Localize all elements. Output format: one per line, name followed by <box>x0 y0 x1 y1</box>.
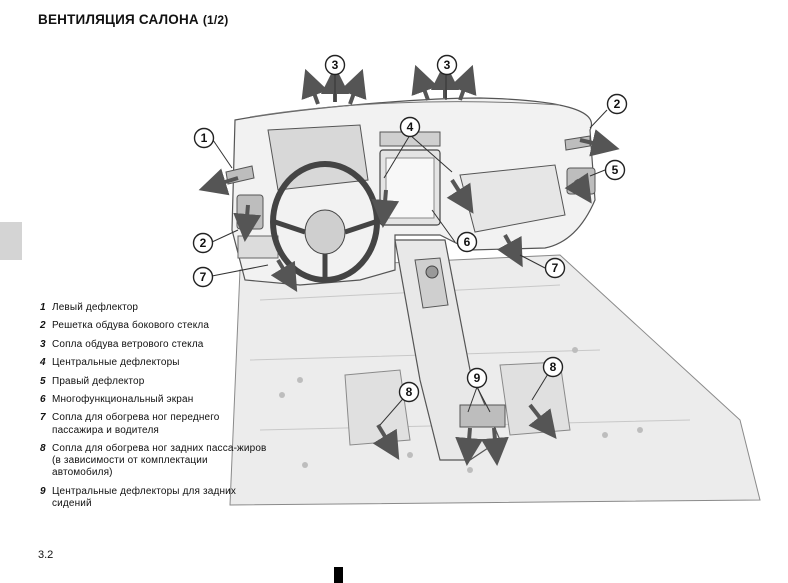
switch-panel <box>237 235 279 259</box>
legend-text: Решетка обдува бокового стекла <box>52 320 210 332</box>
callout-8-right: 8 <box>550 360 557 374</box>
arrow-2-right <box>579 129 620 157</box>
title-part: (1/2) <box>202 13 229 27</box>
legend-num: 5 <box>40 375 46 387</box>
legend-text: Сопла для обогрева ног задних пасса-жиро… <box>52 442 267 479</box>
callout-9: 9 <box>474 371 481 385</box>
arrow-2-left <box>198 168 239 196</box>
legend-text: Центральные дефлекторы <box>52 357 180 369</box>
arrow-8-left <box>372 423 400 460</box>
arrow-9-left <box>455 427 484 466</box>
legend-num: 7 <box>40 412 46 424</box>
arrow-5 <box>564 172 592 204</box>
legend-text: Правый дефлектор <box>52 375 145 387</box>
legend-item: 8 Сопла для обогрева ног задних пасса-жи… <box>40 443 268 480</box>
legend-item: 3 Сопла обдува ветрового стекла <box>40 339 268 351</box>
page-title: ВЕНТИЛЯЦИЯ САЛОНА (1/2) <box>38 12 229 27</box>
arrow-3c <box>340 68 367 105</box>
legend-item: 1 Левый дефлектор <box>40 302 268 314</box>
legend-item: 9 Центральные дефлекторы для задних сиде… <box>40 486 268 510</box>
callout-3-right: 3 <box>444 58 451 72</box>
legend-num: 8 <box>40 442 46 454</box>
legend-text: Многофункциональный экран <box>52 393 194 405</box>
callout-2-left: 1 <box>201 131 208 145</box>
arrow-4-right <box>446 178 474 214</box>
legend-item: 5 Правый дефлектор <box>40 376 268 388</box>
legend-num: 4 <box>40 357 46 369</box>
arrow-3a <box>301 68 328 105</box>
legend-text: Центральные дефлекторы для задних сидени… <box>52 485 237 509</box>
legend-num: 3 <box>40 338 46 350</box>
callout-3-left: 3 <box>332 58 339 72</box>
legend-item: 6 Многофункциональный экран <box>40 394 268 406</box>
arrow-1 <box>233 204 262 242</box>
legend-num: 2 <box>40 320 46 332</box>
arrow-3d <box>411 64 438 101</box>
callout-7-left: 7 <box>200 270 207 284</box>
callout-7-right: 7 <box>552 261 559 275</box>
arrow-3f <box>450 64 477 101</box>
left-deflector <box>236 194 264 230</box>
legend-item: 7 Сопла для обогрева ног переднего пасса… <box>40 412 268 436</box>
arrow-8-right <box>528 403 557 440</box>
callout-4: 4 <box>407 120 414 134</box>
arrow-4-left <box>371 189 400 228</box>
legend-item: 4 Центральные дефлекторы <box>40 357 268 369</box>
arrow-9-right <box>480 427 509 466</box>
callout-5: 5 <box>612 163 619 177</box>
legend-text: Левый дефлектор <box>52 302 139 313</box>
callout-8-left: 8 <box>406 385 413 399</box>
floor-shape <box>229 254 761 506</box>
legend-list: 1 Левый дефлектор 2 Решетка обдува боков… <box>40 302 268 516</box>
legend-text: Сопла для обогрева ног переднего пассажи… <box>52 412 220 436</box>
callout-6: 6 <box>464 235 471 249</box>
legend-num: 6 <box>40 393 46 405</box>
ventilation-diagram: 1 2 3 3 4 5 6 2 7 7 8 8 9 <box>192 54 761 506</box>
arrow-7-right <box>496 234 523 268</box>
arrow-7-left <box>270 258 298 293</box>
rear-center-deflectors <box>459 404 506 428</box>
page-number: 3.2 <box>38 549 54 561</box>
page-marker <box>334 567 343 583</box>
legend-item: 2 Решетка обдува бокового стекла <box>40 320 268 332</box>
legend-num: 9 <box>40 485 46 497</box>
callout-1: 2 <box>200 236 207 250</box>
instrument-cluster <box>267 124 369 191</box>
legend-text: Сопла обдува ветрового стекла <box>52 338 204 350</box>
chapter-tab <box>0 222 22 260</box>
legend-num: 1 <box>40 302 46 313</box>
callout-2-right: 2 <box>614 97 621 111</box>
title-text: ВЕНТИЛЯЦИЯ САЛОНА <box>38 12 199 27</box>
